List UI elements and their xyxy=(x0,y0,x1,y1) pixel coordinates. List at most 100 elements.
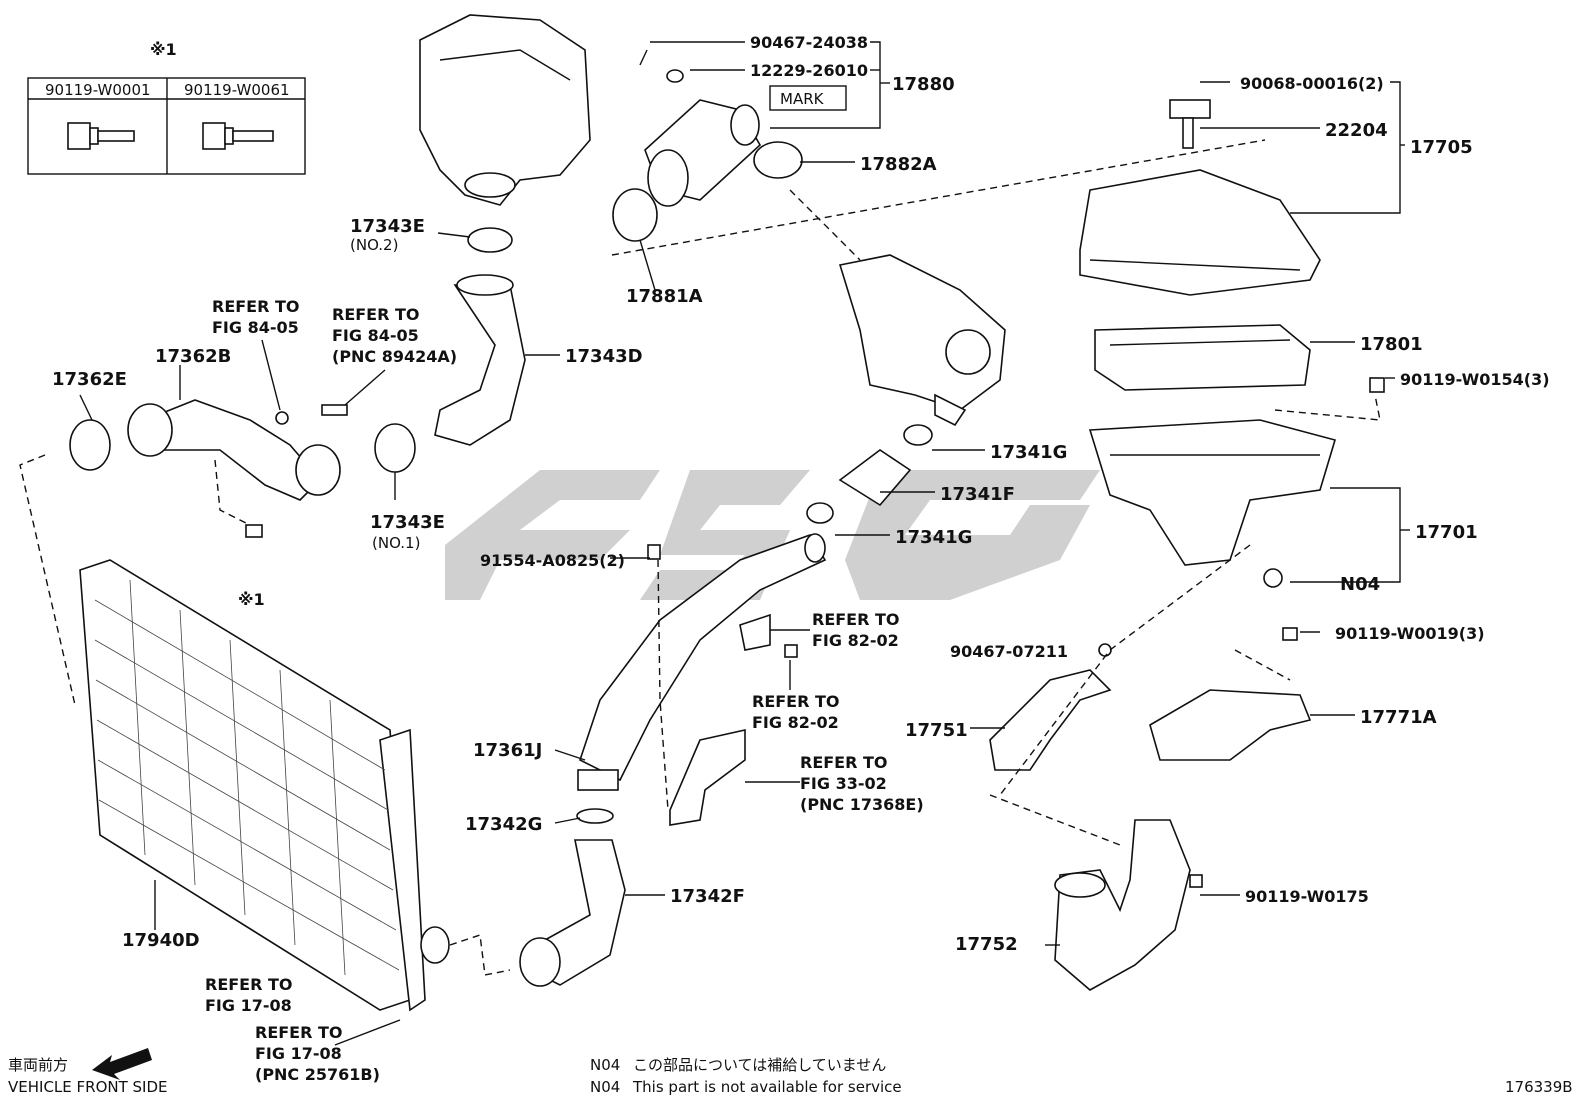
label-17701: 17701 xyxy=(1415,522,1478,543)
grommet-N04 xyxy=(1263,568,1283,588)
bracket-parts xyxy=(647,544,798,826)
label-22204: 22204 xyxy=(1325,120,1388,141)
legend-jp-code: N04 xyxy=(590,1056,620,1074)
label-91554-A0825: 91554-A0825(2) xyxy=(480,551,625,570)
air-hose-17880 xyxy=(639,49,762,207)
label-N04: N04 xyxy=(1340,574,1380,595)
clamp-17343E-no2 xyxy=(467,227,513,253)
label-refer-84-05-b1: REFER TO xyxy=(332,305,420,324)
sensor-22204 xyxy=(1169,99,1211,149)
label-refer-17-08-a1: REFER TO xyxy=(205,975,293,994)
label-refer-33-02-3: (PNC 17368E) xyxy=(800,795,924,814)
label-90068-00016: 90068-00016(2) xyxy=(1240,74,1384,93)
label-17940D: 17940D xyxy=(122,930,200,951)
label-17341G-a: 17341G xyxy=(990,442,1067,463)
label-refer-17-08-b3: (PNC 25761B) xyxy=(255,1065,380,1084)
bolt-90467-07211 xyxy=(1098,643,1112,657)
label-refer-84-05-a1: REFER TO xyxy=(212,297,300,316)
label-refer-82-02-b2: FIG 82-02 xyxy=(752,713,839,732)
table-note: ※1 xyxy=(150,40,177,59)
bolt-icon-1 xyxy=(67,122,135,150)
label-17343E-no2: 17343E xyxy=(350,216,425,237)
label-17341G-b: 17341G xyxy=(895,527,972,548)
label-90119-W0019: 90119-W0019(3) xyxy=(1335,624,1485,643)
duct-17752 xyxy=(1054,819,1191,991)
label-refer-17-08-b2: FIG 17-08 xyxy=(255,1044,342,1063)
arrow-left-icon xyxy=(92,1048,152,1080)
bolt-note-1 xyxy=(245,524,263,538)
label-17362B: 17362B xyxy=(155,346,231,367)
label-no2: (NO.2) xyxy=(350,236,398,254)
hose-17342F xyxy=(519,839,626,987)
label-refer-84-05-b3: (PNC 89424A) xyxy=(332,347,457,366)
legend: N04 この部品については補給していません N04 This part is n… xyxy=(590,1056,902,1096)
hose-17341F xyxy=(838,449,912,507)
label-17801: 17801 xyxy=(1360,334,1423,355)
turbo-housing xyxy=(838,254,1006,427)
bolt-table: ※1 90119-W0001 90119-W0061 xyxy=(27,40,306,175)
label-17880: 17880 xyxy=(892,74,955,95)
air-cleaner-cap-17705 xyxy=(1079,169,1321,296)
label-17361J: 17361J xyxy=(473,740,542,761)
table-col2-header: 90119-W0061 xyxy=(184,81,290,99)
label-no1: (NO.1) xyxy=(372,534,420,552)
clamp-17362E xyxy=(69,419,111,471)
intercooler-17940D xyxy=(79,559,450,1012)
label-17752: 17752 xyxy=(955,934,1018,955)
bolt-90119-W0019 xyxy=(1282,627,1298,641)
clamp-17882A xyxy=(753,141,803,179)
bolt-90119-W0175 xyxy=(1189,874,1203,888)
label-note-1: ※1 xyxy=(238,590,265,609)
label-17881A: 17881A xyxy=(626,286,703,307)
label-refer-82-02-a2: FIG 82-02 xyxy=(812,631,899,650)
clamp-17342G xyxy=(576,808,614,824)
label-17362E: 17362E xyxy=(52,369,127,390)
label-refer-17-08-a2: FIG 17-08 xyxy=(205,996,292,1015)
legend-en-text: This part is not available for service xyxy=(632,1078,902,1096)
label-17343D: 17343D xyxy=(565,346,643,367)
bolt-90119-W0154 xyxy=(1369,377,1385,393)
label-refer-82-02-b1: REFER TO xyxy=(752,692,840,711)
filter-element-17801 xyxy=(1094,324,1311,391)
label-refer-84-05-b2: FIG 84-05 xyxy=(332,326,419,345)
label-17342F: 17342F xyxy=(670,886,745,907)
label-17343E-no1: 17343E xyxy=(370,512,445,533)
label-refer-17-08-b1: REFER TO xyxy=(255,1023,343,1042)
front-indicator: 車両前方 VEHICLE FRONT SIDE xyxy=(8,1048,168,1096)
label-17342G: 17342G xyxy=(465,814,542,835)
sensor-plug xyxy=(275,404,348,425)
label-90119-W0175: 90119-W0175 xyxy=(1245,887,1369,906)
duct-17751 xyxy=(989,669,1112,771)
label-90467-07211: 90467-07211 xyxy=(950,642,1068,661)
clamp-17343E-no1 xyxy=(374,423,416,473)
bolt-icon-2 xyxy=(202,122,274,150)
label-mark: MARK xyxy=(780,90,825,108)
clamp-17341G-b xyxy=(806,502,834,524)
table-col1-header: 90119-W0001 xyxy=(45,81,151,99)
clamp-17881A xyxy=(612,188,658,242)
figure-id: 176339B xyxy=(1505,1078,1573,1096)
label-90467-24038: 90467-24038 xyxy=(750,33,868,52)
air-cleaner-case-17701 xyxy=(1088,419,1337,566)
front-en-label: VEHICLE FRONT SIDE xyxy=(8,1078,168,1096)
part-labels: 90467-24038 12229-26010 17880 MARK 17882… xyxy=(52,33,1550,1084)
label-17705: 17705 xyxy=(1410,137,1473,158)
label-refer-33-02-1: REFER TO xyxy=(800,753,888,772)
label-17751: 17751 xyxy=(905,720,968,741)
hose-17343D xyxy=(434,274,526,446)
leader-lines xyxy=(79,41,1410,1046)
label-refer-84-05-a2: FIG 84-05 xyxy=(212,318,299,337)
label-12229-26010: 12229-26010 xyxy=(750,61,868,80)
clamp-17341G-a xyxy=(903,424,933,446)
pipe-17362B xyxy=(127,399,341,501)
label-refer-82-02-a1: REFER TO xyxy=(812,610,900,629)
label-90119-W0154: 90119-W0154(3) xyxy=(1400,370,1550,389)
manifold-drawing xyxy=(419,14,591,206)
legend-jp-text: この部品については補給していません xyxy=(633,1056,886,1074)
front-jp-label: 車両前方 xyxy=(8,1056,68,1074)
label-refer-33-02-2: FIG 33-02 xyxy=(800,774,887,793)
legend-en-code: N04 xyxy=(590,1078,620,1096)
label-17341F: 17341F xyxy=(940,484,1015,505)
label-17771A: 17771A xyxy=(1360,707,1437,728)
